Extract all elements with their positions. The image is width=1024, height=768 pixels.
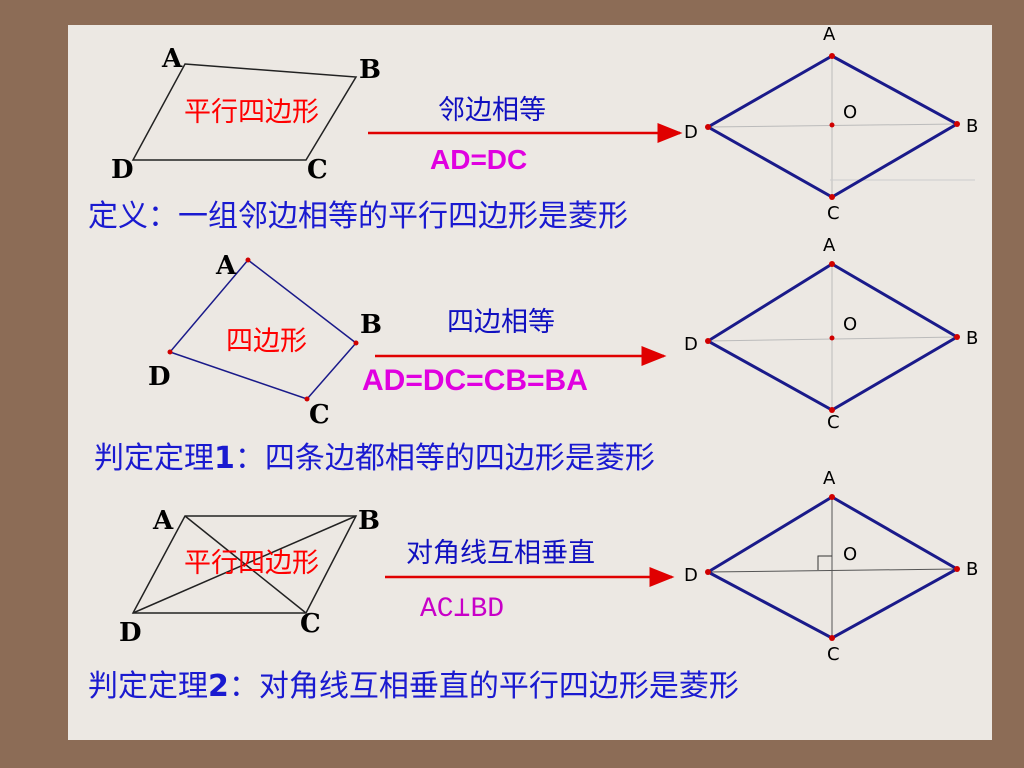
rhombus2-o: O	[843, 314, 858, 335]
rhombus1-c: C	[827, 203, 840, 224]
vertex-d-2: D	[148, 362, 171, 392]
rhombus3-o: O	[843, 544, 858, 565]
rhombus-2	[705, 261, 960, 413]
rhombus3-b: B	[966, 559, 979, 580]
theorem-2: 判定定理2：对角线互相垂直的平行四边形是菱形	[88, 672, 739, 702]
theorem-2-number: 2	[208, 669, 229, 704]
shape-label-3: 平行四边形	[184, 548, 319, 579]
parallelogram-3	[131, 515, 358, 614]
condition-2: 四边相等	[447, 307, 555, 338]
rhombus3-c: C	[827, 644, 840, 665]
definition-text: 定义：一组邻边相等的平行四边形是菱形	[88, 199, 628, 234]
formula-3: AC⊥BD	[420, 594, 505, 625]
shape-label-1: 平行四边形	[184, 97, 319, 128]
quadrilateral-2	[167, 257, 359, 402]
slide-background	[68, 25, 992, 740]
vertex-b-2: B	[360, 310, 382, 340]
vertex-c-2: C	[309, 400, 330, 430]
theorem-1: 判定定理1：四条边都相等的四边形是菱形	[94, 444, 655, 474]
vertex-a-2: A	[216, 251, 237, 281]
right-angle-mark	[817, 555, 832, 570]
vertex-a-1: A	[162, 44, 183, 74]
vertex-c-3: C	[300, 609, 321, 639]
theorem-1-number: 1	[214, 441, 235, 476]
theorem-2-prefix: 判定定理	[88, 669, 208, 704]
rhombus2-c: C	[827, 412, 840, 433]
rhombus2-a: A	[823, 235, 836, 256]
rhombus3-d: D	[684, 565, 698, 586]
rhombus1-o: O	[843, 102, 858, 123]
formula-2: AD=DC=CB=BA	[362, 364, 588, 397]
theorem-1-prefix: 判定定理	[94, 441, 214, 476]
rhombus2-b: B	[966, 328, 979, 349]
rhombus-3	[704, 494, 961, 641]
rhombus-1	[704, 53, 975, 200]
rhombus2-d: D	[684, 334, 698, 355]
rhombus1-a: A	[823, 24, 836, 45]
parallelogram-1	[131, 63, 358, 161]
vertex-a-3: A	[153, 506, 174, 536]
condition-1: 邻边相等	[438, 95, 546, 126]
rhombus3-a: A	[823, 468, 836, 489]
theorem-2-text: ：对角线互相垂直的平行四边形是菱形	[228, 669, 739, 704]
vertex-d-3: D	[119, 618, 142, 648]
vertex-d-1: D	[111, 155, 134, 185]
condition-3: 对角线互相垂直	[406, 538, 595, 569]
vertex-c-1: C	[307, 155, 328, 185]
vertex-b-3: B	[358, 506, 380, 536]
rhombus1-b: B	[966, 116, 979, 137]
shape-label-2: 四边形	[226, 326, 307, 357]
theorem-1-text: ：四条边都相等的四边形是菱形	[234, 441, 655, 476]
vertex-b-1: B	[359, 55, 381, 85]
formula-1: AD=DC	[430, 144, 528, 175]
rhombus1-d: D	[684, 122, 698, 143]
